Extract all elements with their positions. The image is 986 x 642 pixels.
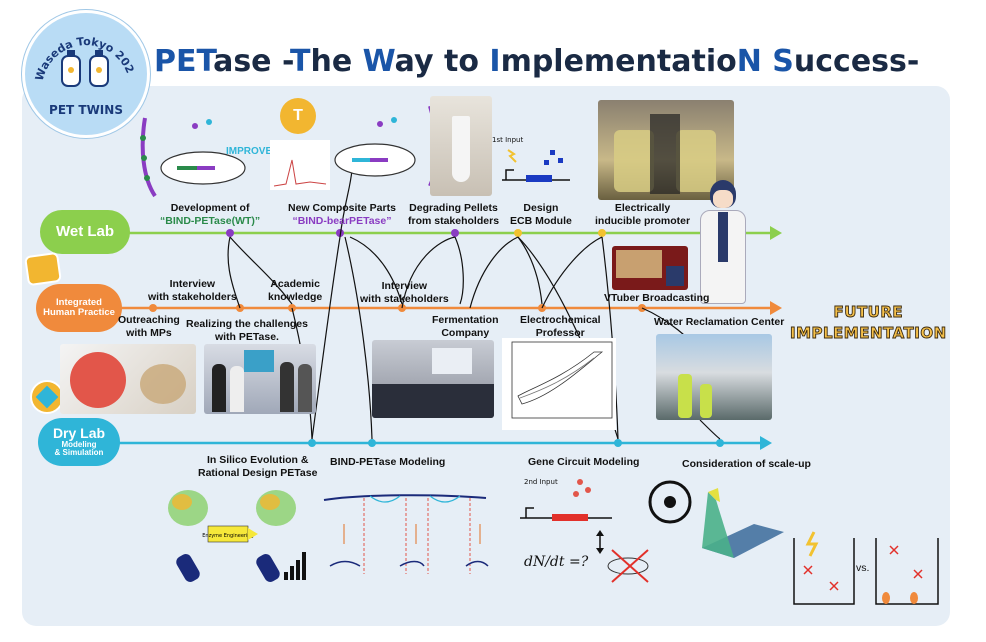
electrochemical-professor-label: Electrochemical Professor xyxy=(520,314,601,339)
vs-text: vs. xyxy=(856,562,870,574)
plasmid-diagram-wt xyxy=(140,117,246,198)
meeting-photo xyxy=(372,340,494,418)
improve-text: IMPROVE! xyxy=(226,146,276,157)
reactor-comparison-graphic xyxy=(793,531,939,605)
enzyme-engineering-graphic: Enzyme Engineering xyxy=(168,490,306,582)
future-implementation-text: FUTURE IMPLEMENTATION xyxy=(790,303,947,343)
ecb-module-label: Design ECB Module xyxy=(510,202,572,227)
dry-lab-label: Dry Lab Modeling & Simulation xyxy=(38,418,120,466)
scaleup-label: Consideration of scale-up xyxy=(682,458,811,470)
promoter-label: Electrically inducible promoter xyxy=(595,202,691,227)
fermentation-company-label: Fermentation Company xyxy=(432,314,499,339)
interview-stakeholders-1-label: Interview with stakeholders xyxy=(148,278,237,303)
degrading-pellets-label: Degrading Pellets from stakeholders xyxy=(408,202,500,227)
team-photo xyxy=(204,344,316,414)
vtuber-broadcasting-label: VTuber Broadcasting xyxy=(604,292,710,304)
spectrum-chart-thumb xyxy=(270,140,330,190)
bind-modeling-label: BIND-PETase Modeling xyxy=(330,456,446,468)
gene-circuit-graphic: 2nd Input dN/dt =? xyxy=(520,478,692,583)
interview-stakeholders-2-label: Interview with stakeholders xyxy=(360,280,449,305)
gene-circuit-label: Gene Circuit Modeling xyxy=(528,456,640,468)
outreach-photo xyxy=(60,344,196,414)
human-practice-label: Integrated Human Practice xyxy=(36,284,122,332)
biobrick-icon: T xyxy=(280,98,316,134)
water-reclamation-photo xyxy=(656,334,772,420)
voltammogram-plot xyxy=(502,338,616,430)
dry-lab-icon xyxy=(30,380,64,414)
in-silico-label: In Silico Evolution & Rational Design PE… xyxy=(198,454,318,479)
water-reclamation-label: Water Reclamation Center xyxy=(654,316,785,328)
vtuber-character xyxy=(692,180,754,306)
svg-text:1st Input: 1st Input xyxy=(492,136,523,144)
ecb-module-diagram: 1st Input xyxy=(492,136,570,182)
scaleup-surface-plot xyxy=(702,488,784,558)
bind-modeling-graphic xyxy=(323,494,489,574)
vtuber-stream-screenshot xyxy=(612,246,688,290)
svg-text:dN/dt =?: dN/dt =? xyxy=(524,554,589,570)
logo-bottom-text: PET TWINS xyxy=(49,103,123,117)
svg-text:2nd Input: 2nd Input xyxy=(524,478,558,486)
human-practice-icon xyxy=(24,251,62,287)
composite-parts-label: New Composite Parts “BIND-bearPETase” xyxy=(288,202,396,227)
wet-lab-label: Wet Lab xyxy=(40,210,130,254)
pellet-tube-photo xyxy=(430,96,492,196)
logo-graphic: Waseda Tokyo 2024 PET TWINS xyxy=(18,0,136,117)
academic-knowledge-label: Academic knowledge xyxy=(268,278,323,303)
pet-twins-logo: Waseda Tokyo 2024 PET TWINS xyxy=(18,0,150,138)
page-title: PETase -The Way to ImplementatioN Succes… xyxy=(154,44,920,79)
svg-text:Enzyme Engineering: Enzyme Engineering xyxy=(202,533,253,539)
dev-bind-petase-label: Development of “BIND-PETase(WT)” xyxy=(160,202,261,227)
realizing-challenges-label: Realizing the challenges with PETase. xyxy=(186,318,308,343)
outreach-mps-label: Outreaching with MPs xyxy=(118,314,180,339)
electrode-bottles-photo xyxy=(598,100,734,200)
